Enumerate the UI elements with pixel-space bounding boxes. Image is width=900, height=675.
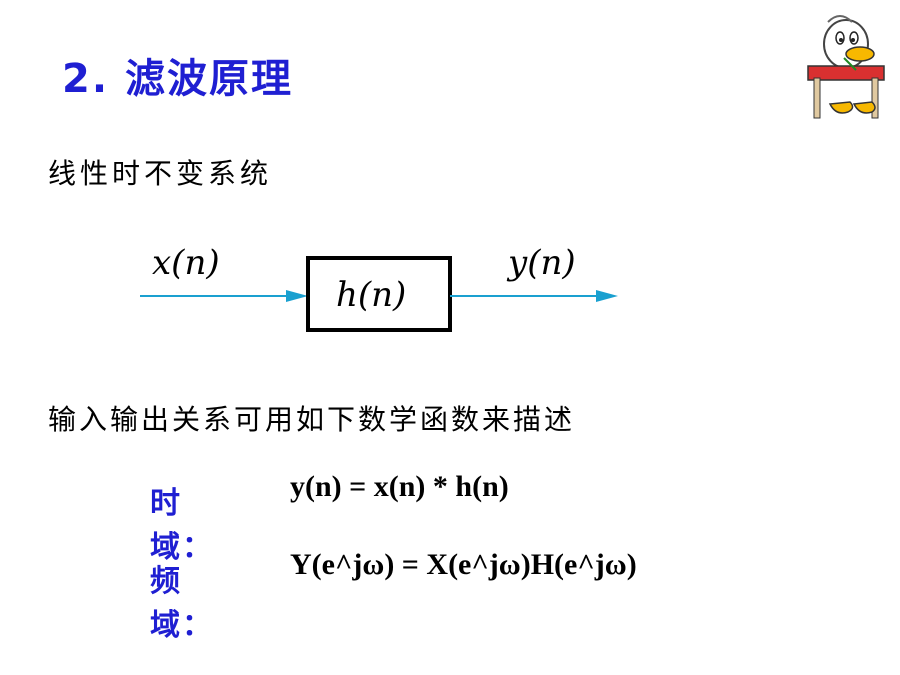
block-diagram: x(n) h(n) y(n) [140, 243, 618, 332]
system-response-label: h(n) [336, 275, 406, 315]
input-signal-label: x(n) [152, 243, 220, 283]
system-heading: 线性时不变系统 [48, 157, 273, 190]
slide-title: 2. 滤波原理 [62, 56, 293, 102]
frequency-domain-label: 频域： [150, 564, 214, 643]
time-domain-formula: y(n) = x(n) * h(n) [290, 470, 509, 503]
time-domain-label: 时域： [150, 486, 214, 565]
relation-description: 输入输出关系可用如下数学函数来描述 [48, 403, 576, 436]
output-signal-label: y(n) [506, 243, 576, 283]
frequency-domain-formula: Y(e^jω) = X(e^jω)H(e^jω) [290, 548, 637, 581]
cartoon-duck-studying-icon [800, 8, 892, 124]
